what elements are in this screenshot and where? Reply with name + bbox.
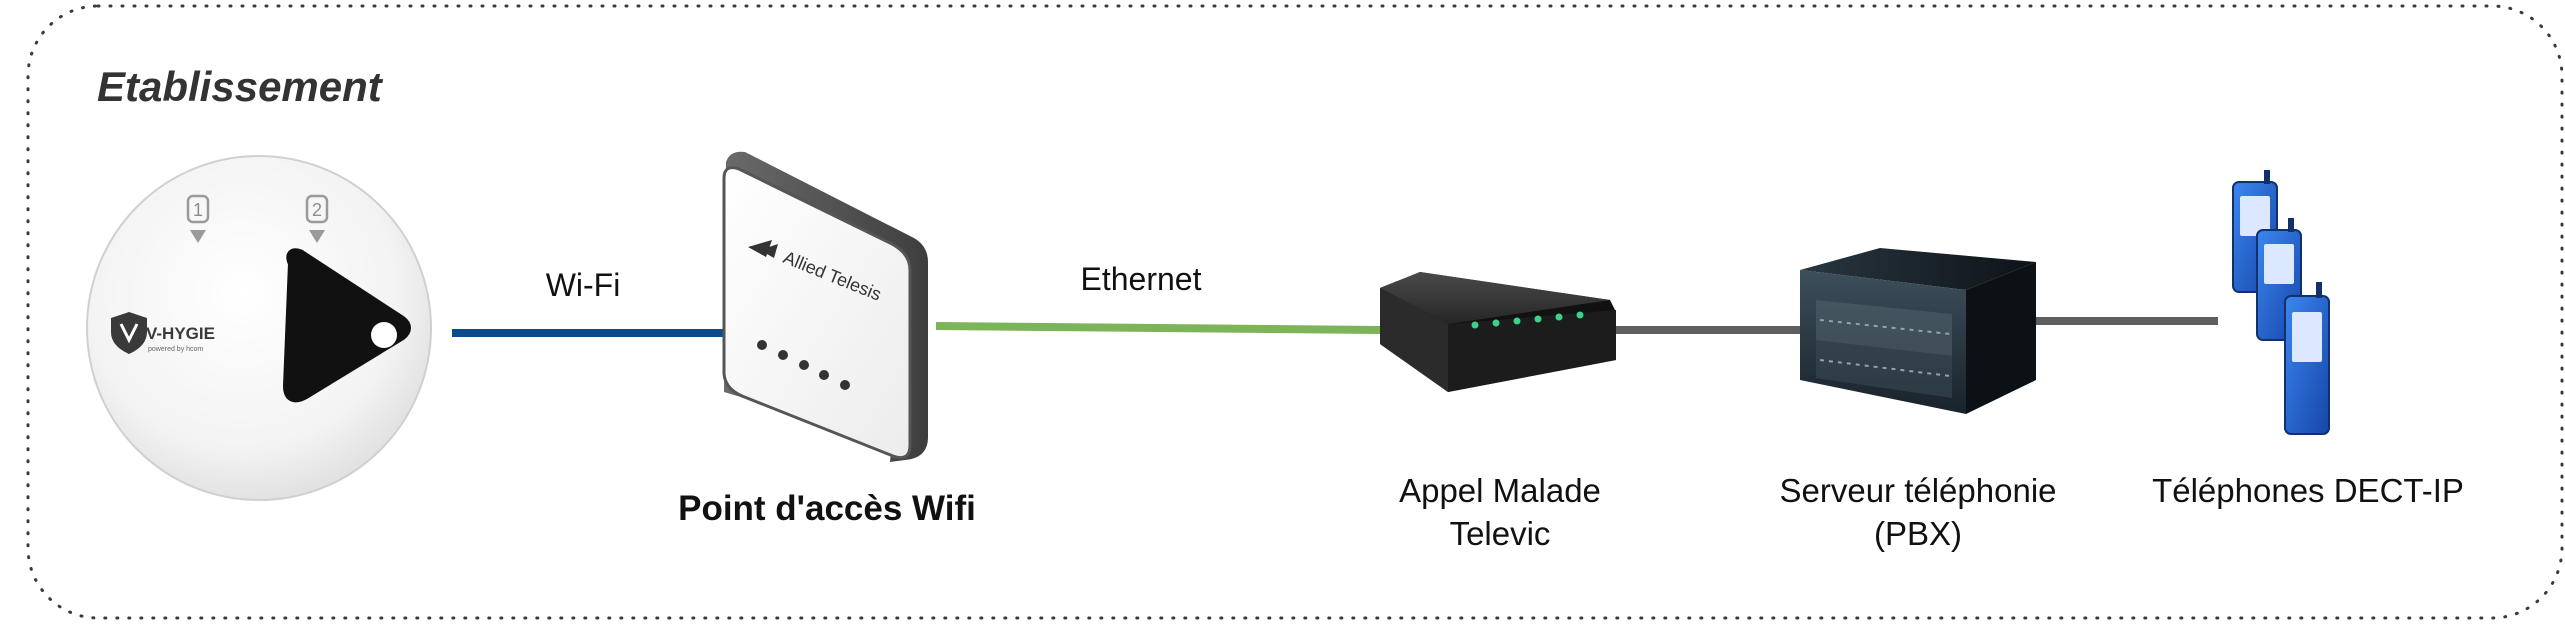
dect-phones-group (2232, 170, 2330, 435)
nurse-call-label-line2: Televic (1450, 515, 1551, 552)
wifi-link-label: Wi-Fi (546, 267, 621, 303)
ap-led-5 (840, 380, 850, 390)
allied-telesis-logo-icon (748, 240, 778, 258)
phones-label: Téléphones DECT-IP (2152, 472, 2464, 509)
nurse-call-device (1380, 272, 1616, 392)
marker-1-arrow-icon (190, 230, 206, 243)
v-hygie-shield-icon (111, 312, 147, 354)
pbx-label-line1: Serveur téléphonie (1779, 472, 2056, 509)
nurse-call-led-2 (1492, 319, 1500, 327)
sensor-led-icon (371, 322, 397, 348)
v-hygie-sensor: 1 2 V-HYGIE powered by hcom (86, 155, 432, 501)
nurse-call-led-5 (1555, 313, 1563, 321)
access-point-label: Point d'accès Wifi (678, 489, 976, 528)
nurse-call-led-1 (1471, 321, 1479, 329)
nurse-call-led-6 (1576, 311, 1584, 319)
sensor-button-icon (283, 248, 411, 403)
establishment-boundary (26, 4, 2564, 620)
v-hygie-brand: V-HYGIE (146, 324, 215, 343)
nurse-call-led-4 (1534, 315, 1542, 323)
boundary-title: Etablissement (97, 63, 384, 110)
marker-2-label: 2 (312, 200, 322, 220)
marker-2-arrow-icon (309, 230, 325, 243)
dect-phone-icon (2284, 282, 2330, 435)
ethernet-link-label: Ethernet (1081, 261, 1202, 297)
v-hygie-tagline: powered by hcom (148, 346, 203, 353)
ap-led-4 (819, 370, 829, 380)
pbx-server-device (1800, 248, 2036, 414)
access-point-device: Allied Telesis (722, 151, 928, 462)
ap-led-2 (778, 350, 788, 360)
marker-1-label: 1 (193, 200, 203, 220)
ethernet-link (935, 322, 1381, 334)
nurse-call-led-3 (1513, 317, 1521, 325)
nurse-call-label-line1: Appel Malade (1399, 472, 1601, 509)
pbx-label-line2: (PBX) (1874, 515, 1962, 552)
ap-led-1 (757, 340, 767, 350)
ap-led-3 (799, 360, 809, 370)
